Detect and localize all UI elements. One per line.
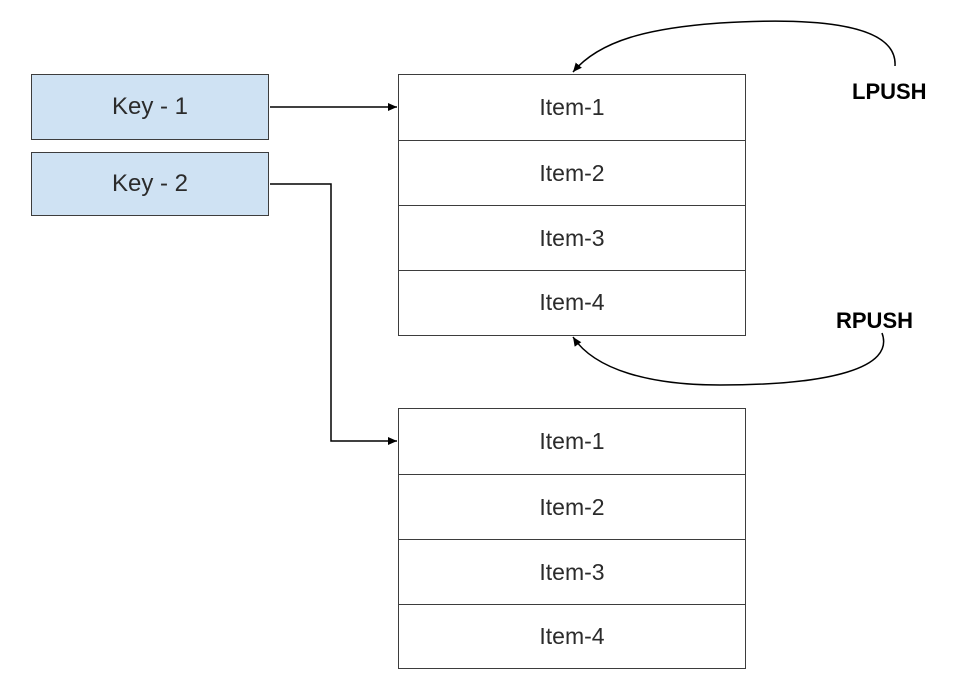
list-2-item-label: Item-3 bbox=[539, 558, 605, 585]
lpush-curved-arrow bbox=[572, 20, 896, 73]
key-2-label: Key - 2 bbox=[111, 170, 189, 197]
key-1-label: Key - 1 bbox=[111, 93, 189, 120]
list-1-item-label: Item-2 bbox=[539, 159, 605, 186]
list-2-item: Item-1 bbox=[399, 409, 745, 475]
key-2-box: Key - 2 bbox=[31, 152, 269, 216]
list-1-item-label: Item-3 bbox=[539, 224, 605, 251]
list-2-item: Item-2 bbox=[399, 475, 745, 540]
list-1-item-label: Item-1 bbox=[539, 94, 605, 120]
list-1-item-label: Item-4 bbox=[539, 289, 605, 315]
list-1-item: Item-1 bbox=[399, 75, 745, 141]
list-2-item-label: Item-1 bbox=[539, 428, 605, 454]
list-2-item: Item-3 bbox=[399, 540, 745, 605]
list-2-item: Item-4 bbox=[399, 605, 745, 667]
list-1-item: Item-3 bbox=[399, 206, 745, 271]
rpush-label: RPUSH bbox=[836, 308, 914, 333]
list-2-item-label: Item-2 bbox=[539, 493, 605, 520]
list-1-item: Item-2 bbox=[399, 141, 745, 206]
list-1-item: Item-4 bbox=[399, 271, 745, 334]
list-2-item-label: Item-4 bbox=[539, 622, 605, 649]
key2-to-list2-arrow bbox=[270, 183, 397, 445]
list-2: Item-1 Item-2 Item-3 Item-4 bbox=[398, 408, 746, 669]
key-1-box: Key - 1 bbox=[31, 74, 269, 140]
list-1: Item-1 Item-2 Item-3 Item-4 bbox=[398, 74, 746, 336]
lpush-label: LPUSH bbox=[852, 79, 927, 104]
rpush-curved-arrow bbox=[572, 332, 885, 386]
